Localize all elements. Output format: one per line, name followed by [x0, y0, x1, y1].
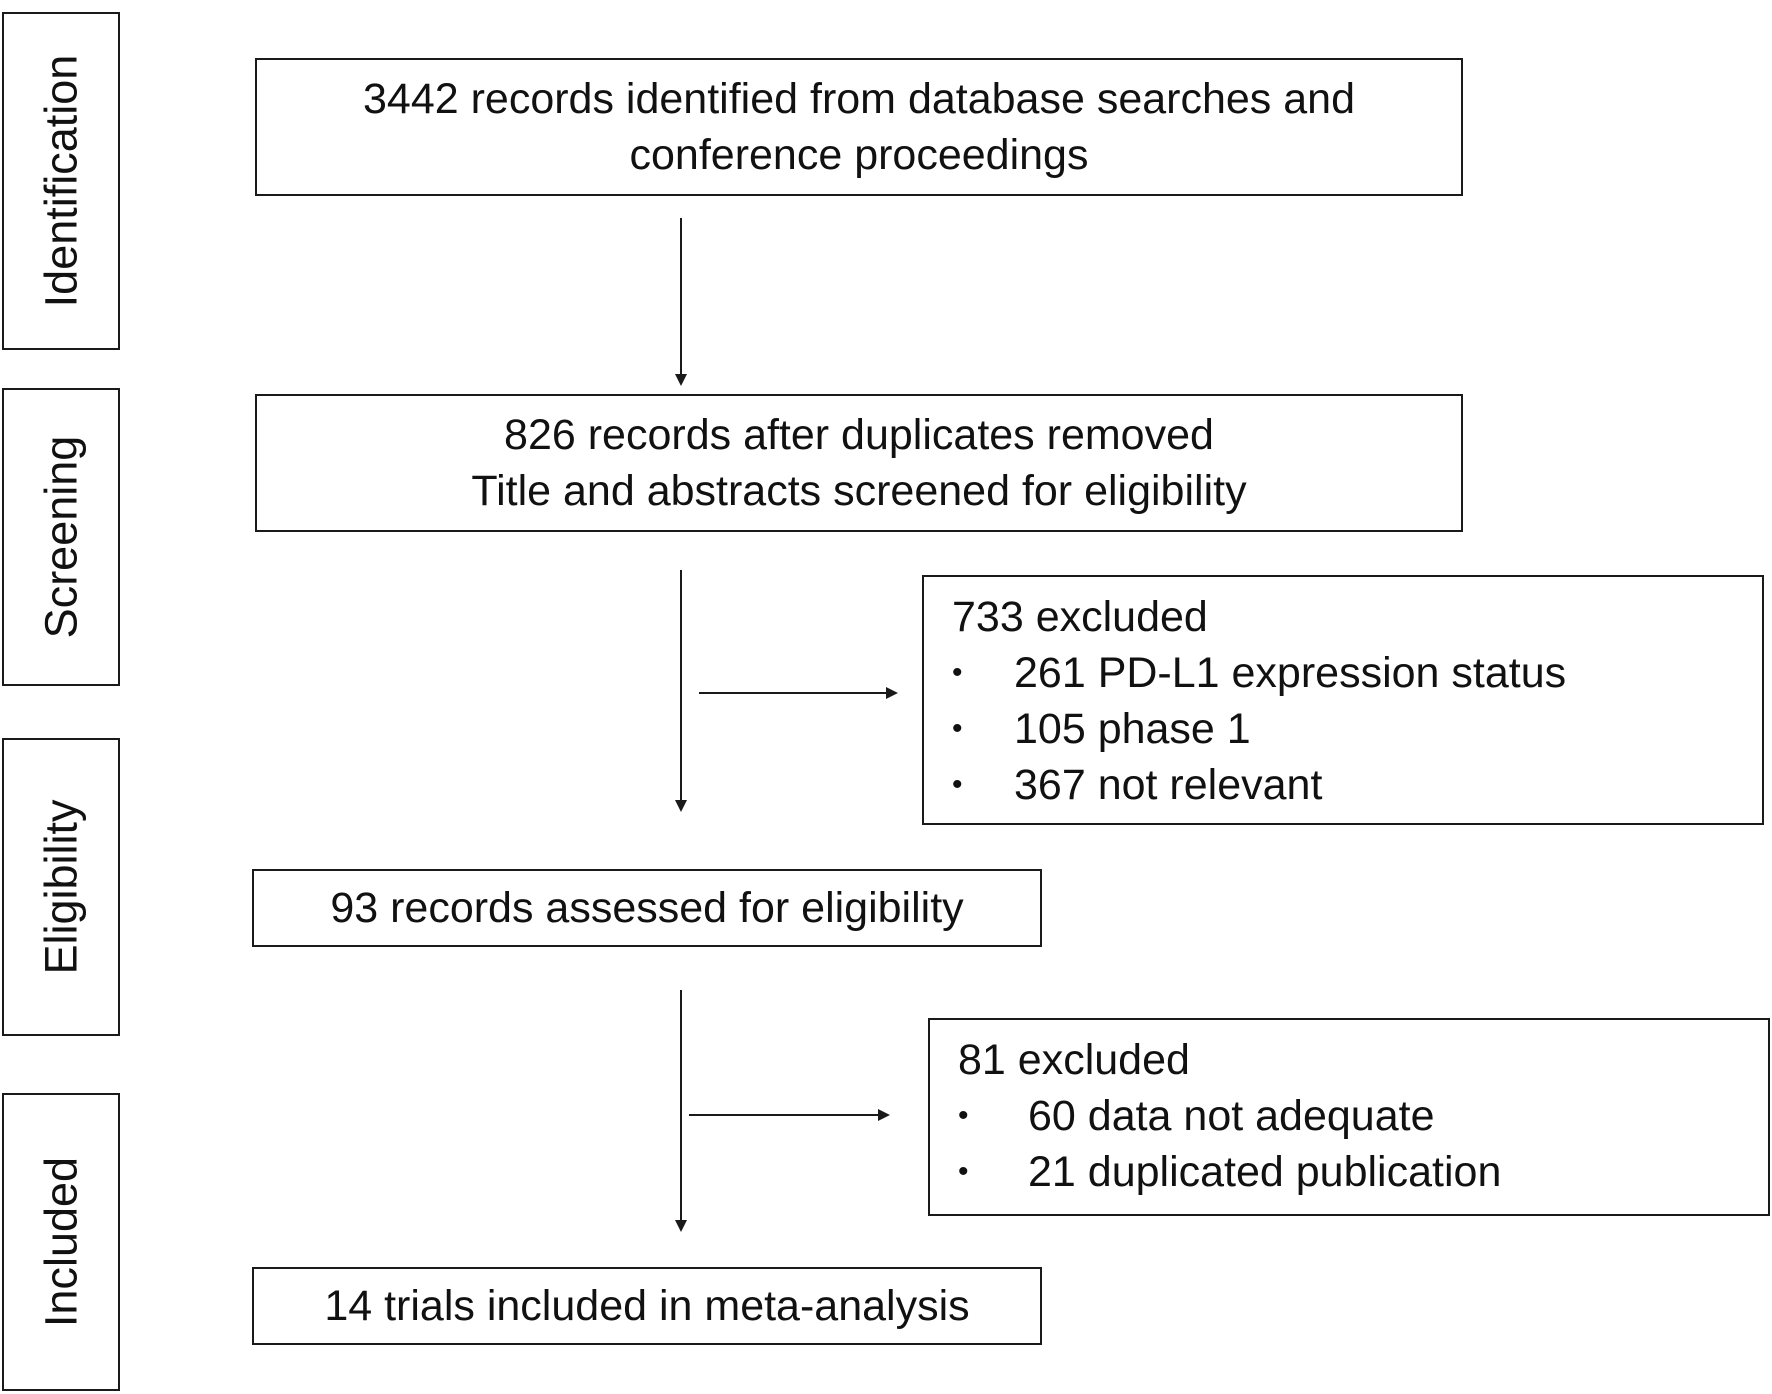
bullet-icon: • [952, 712, 963, 745]
stage-included: Included [2, 1093, 120, 1391]
excluded-box-1: 733 excluded • 261 PD-L1 expression stat… [922, 575, 1764, 825]
stage-screening: Screening [2, 388, 120, 686]
excluded-2-item: • 60 data not adequate [958, 1088, 1768, 1144]
trials-included-line1: 14 trials included in meta-analysis [324, 1282, 970, 1330]
excluded-2-item: • 21 duplicated publication [958, 1144, 1768, 1200]
excluded-2-header: 81 excluded [958, 1036, 1190, 1084]
records-screened-box: 826 records after duplicates removed Tit… [255, 394, 1463, 532]
bullet-icon: • [952, 768, 963, 801]
records-assessed-box: 93 records assessed for eligibility [252, 869, 1042, 947]
excluded-1-header: 733 excluded [952, 593, 1208, 641]
trials-included-box: 14 trials included in meta-analysis [252, 1267, 1042, 1345]
excluded-1-item-text: 261 PD-L1 expression status [1014, 649, 1567, 697]
bullet-icon: • [952, 656, 963, 689]
excluded-2-item-text: 21 duplicated publication [1028, 1148, 1502, 1196]
excluded-1-item: • 261 PD-L1 expression status [952, 645, 1762, 701]
records-identified-line1: 3442 records identified from database se… [362, 75, 1355, 123]
excluded-1-item: • 367 not relevant [952, 757, 1762, 813]
records-screened-line1: 826 records after duplicates removed [504, 411, 1214, 459]
bullet-icon: • [958, 1099, 969, 1132]
bullet-icon: • [958, 1155, 969, 1188]
records-identified-box: 3442 records identified from database se… [255, 58, 1463, 196]
records-assessed-line1: 93 records assessed for eligibility [330, 884, 964, 932]
excluded-2-item-text: 60 data not adequate [1028, 1092, 1435, 1140]
records-screened-line2: Title and abstracts screened for eligibi… [471, 467, 1247, 515]
excluded-1-item-text: 105 phase 1 [1014, 705, 1251, 753]
stage-eligibility: Eligibility [2, 738, 120, 1036]
stage-identification: Identification [2, 12, 120, 350]
excluded-1-item: • 105 phase 1 [952, 701, 1762, 757]
excluded-1-item-text: 367 not relevant [1014, 761, 1323, 809]
excluded-box-2: 81 excluded • 60 data not adequate • 21 … [928, 1018, 1770, 1216]
records-identified-line2: conference proceedings [629, 131, 1089, 179]
